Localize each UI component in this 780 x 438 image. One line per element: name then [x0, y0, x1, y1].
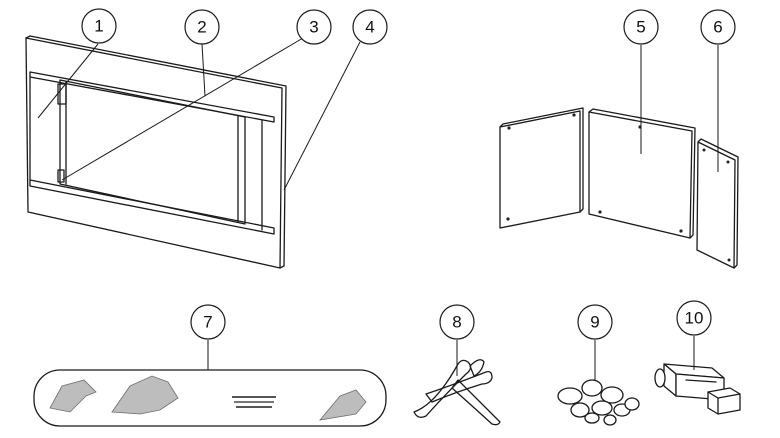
callout-label: 3 — [309, 18, 318, 37]
rear-panels — [499, 107, 696, 239]
leader-3 — [61, 37, 304, 181]
ember-tray — [33, 369, 387, 427]
leader-1 — [37, 43, 99, 119]
left-refractory-panel — [499, 110, 581, 229]
inner-opening — [59, 79, 246, 225]
callout-label: 1 — [94, 17, 103, 36]
frame-edge — [25, 35, 287, 269]
callout-label: 4 — [365, 18, 374, 37]
log-set — [413, 359, 501, 426]
callout-label: 6 — [713, 18, 722, 37]
burner-assembly — [654, 363, 741, 415]
callout-label: 2 — [197, 18, 206, 37]
side-panel — [696, 138, 739, 269]
callout-label: 10 — [685, 309, 704, 328]
leader-4 — [283, 41, 361, 191]
callout-6: 6 — [700, 9, 736, 45]
callout-label: 5 — [636, 18, 645, 37]
callout-5: 5 — [623, 9, 659, 45]
callout-1: 1 — [81, 8, 117, 44]
callout-8: 8 — [439, 304, 475, 340]
bottom-band — [29, 179, 275, 235]
callout-3: 3 — [296, 9, 332, 45]
callout-2: 2 — [184, 9, 220, 45]
callout-9: 9 — [577, 304, 613, 340]
decorative-stones — [557, 379, 640, 426]
callout-label: 7 — [203, 313, 212, 332]
callout-7: 7 — [190, 304, 226, 340]
top-band — [29, 71, 275, 123]
callout-4: 4 — [352, 9, 388, 45]
leader-2 — [201, 43, 206, 97]
callout-label: 9 — [590, 313, 599, 332]
callout-label: 8 — [452, 313, 461, 332]
callout-10: 10 — [676, 300, 712, 336]
front-frame-assembly — [25, 35, 287, 269]
